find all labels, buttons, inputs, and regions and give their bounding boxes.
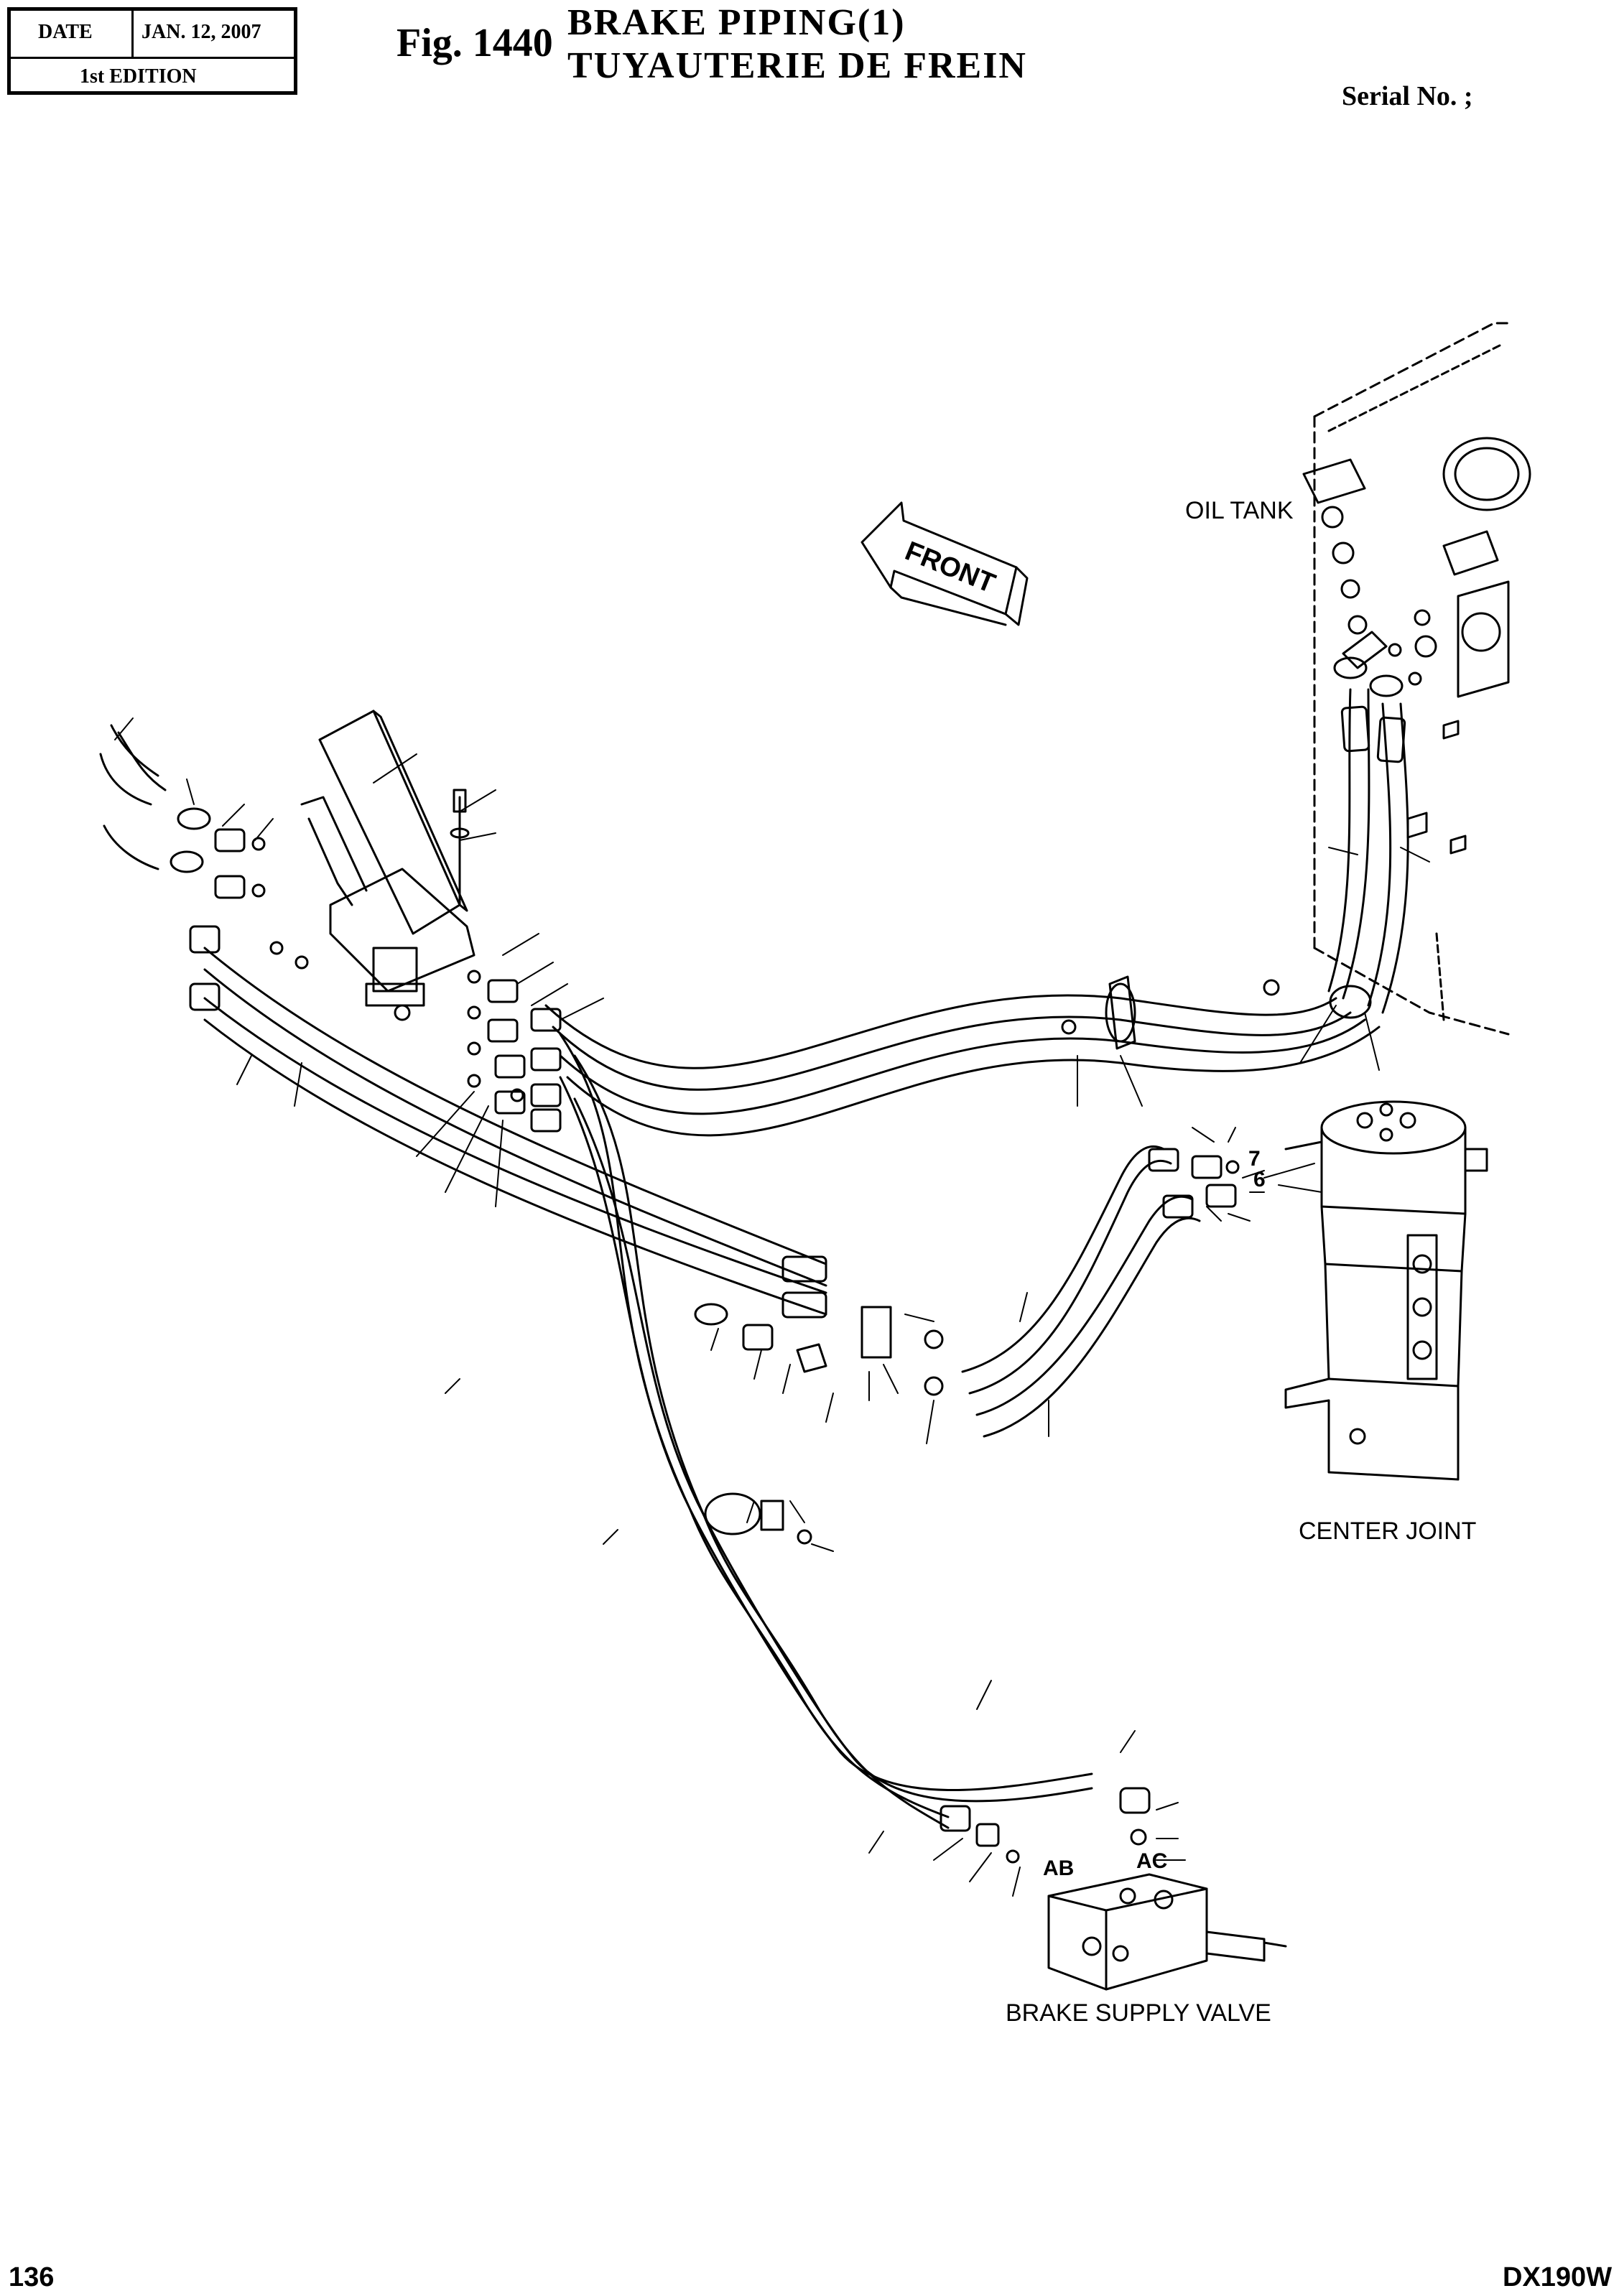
pedal-left-hoses <box>189 925 827 1319</box>
title-french: TUYAUTERIE DE FREIN <box>567 45 1027 86</box>
oil-tank-drawing <box>1302 322 1531 1036</box>
serial-number-label: Serial No. ; <box>1342 81 1473 111</box>
edition-label: 1st EDITION <box>80 65 197 88</box>
callout-ac: AC <box>1136 1849 1168 1873</box>
date-value: JAN. 12, 2007 <box>142 21 261 43</box>
pedal-fittings <box>269 941 562 1133</box>
figure-number: Fig. 1440 <box>396 21 553 65</box>
hoses-to-supply-valve <box>559 1033 1093 1829</box>
date-label: DATE <box>38 21 93 43</box>
callout-7: 7 <box>1248 1147 1261 1171</box>
header-info-box: DATE JAN. 12, 2007 1st EDITION <box>7 7 297 95</box>
tee-and-center-joint-hoses <box>694 1145 1240 1438</box>
callout-6: 6 <box>1253 1168 1266 1191</box>
title-english: BRAKE PIPING(1) <box>567 2 906 43</box>
pedal-to-tank-hoses <box>544 975 1381 1137</box>
brake-supply-valve-drawing <box>940 1787 1287 1991</box>
center-joint-label: CENTER JOINT <box>1299 1518 1477 1545</box>
oil-tank-label: OIL TANK <box>1185 497 1294 524</box>
pressure-switches <box>99 724 266 899</box>
callout-ab: AB <box>1043 1856 1075 1880</box>
brake-pedal <box>300 710 476 1021</box>
leader-lines <box>114 717 1430 1897</box>
center-joint-drawing <box>1284 1100 1488 1481</box>
header-date-row <box>11 11 294 59</box>
brake-supply-valve-label: BRAKE SUPPLY VALVE <box>1006 1999 1271 2027</box>
tank-hoses <box>1263 631 1422 1019</box>
header-divider <box>131 11 134 57</box>
model-name: DX190W <box>1503 2262 1613 2292</box>
page-number: 136 <box>9 2262 55 2292</box>
front-arrow: FRONT <box>860 501 1029 626</box>
